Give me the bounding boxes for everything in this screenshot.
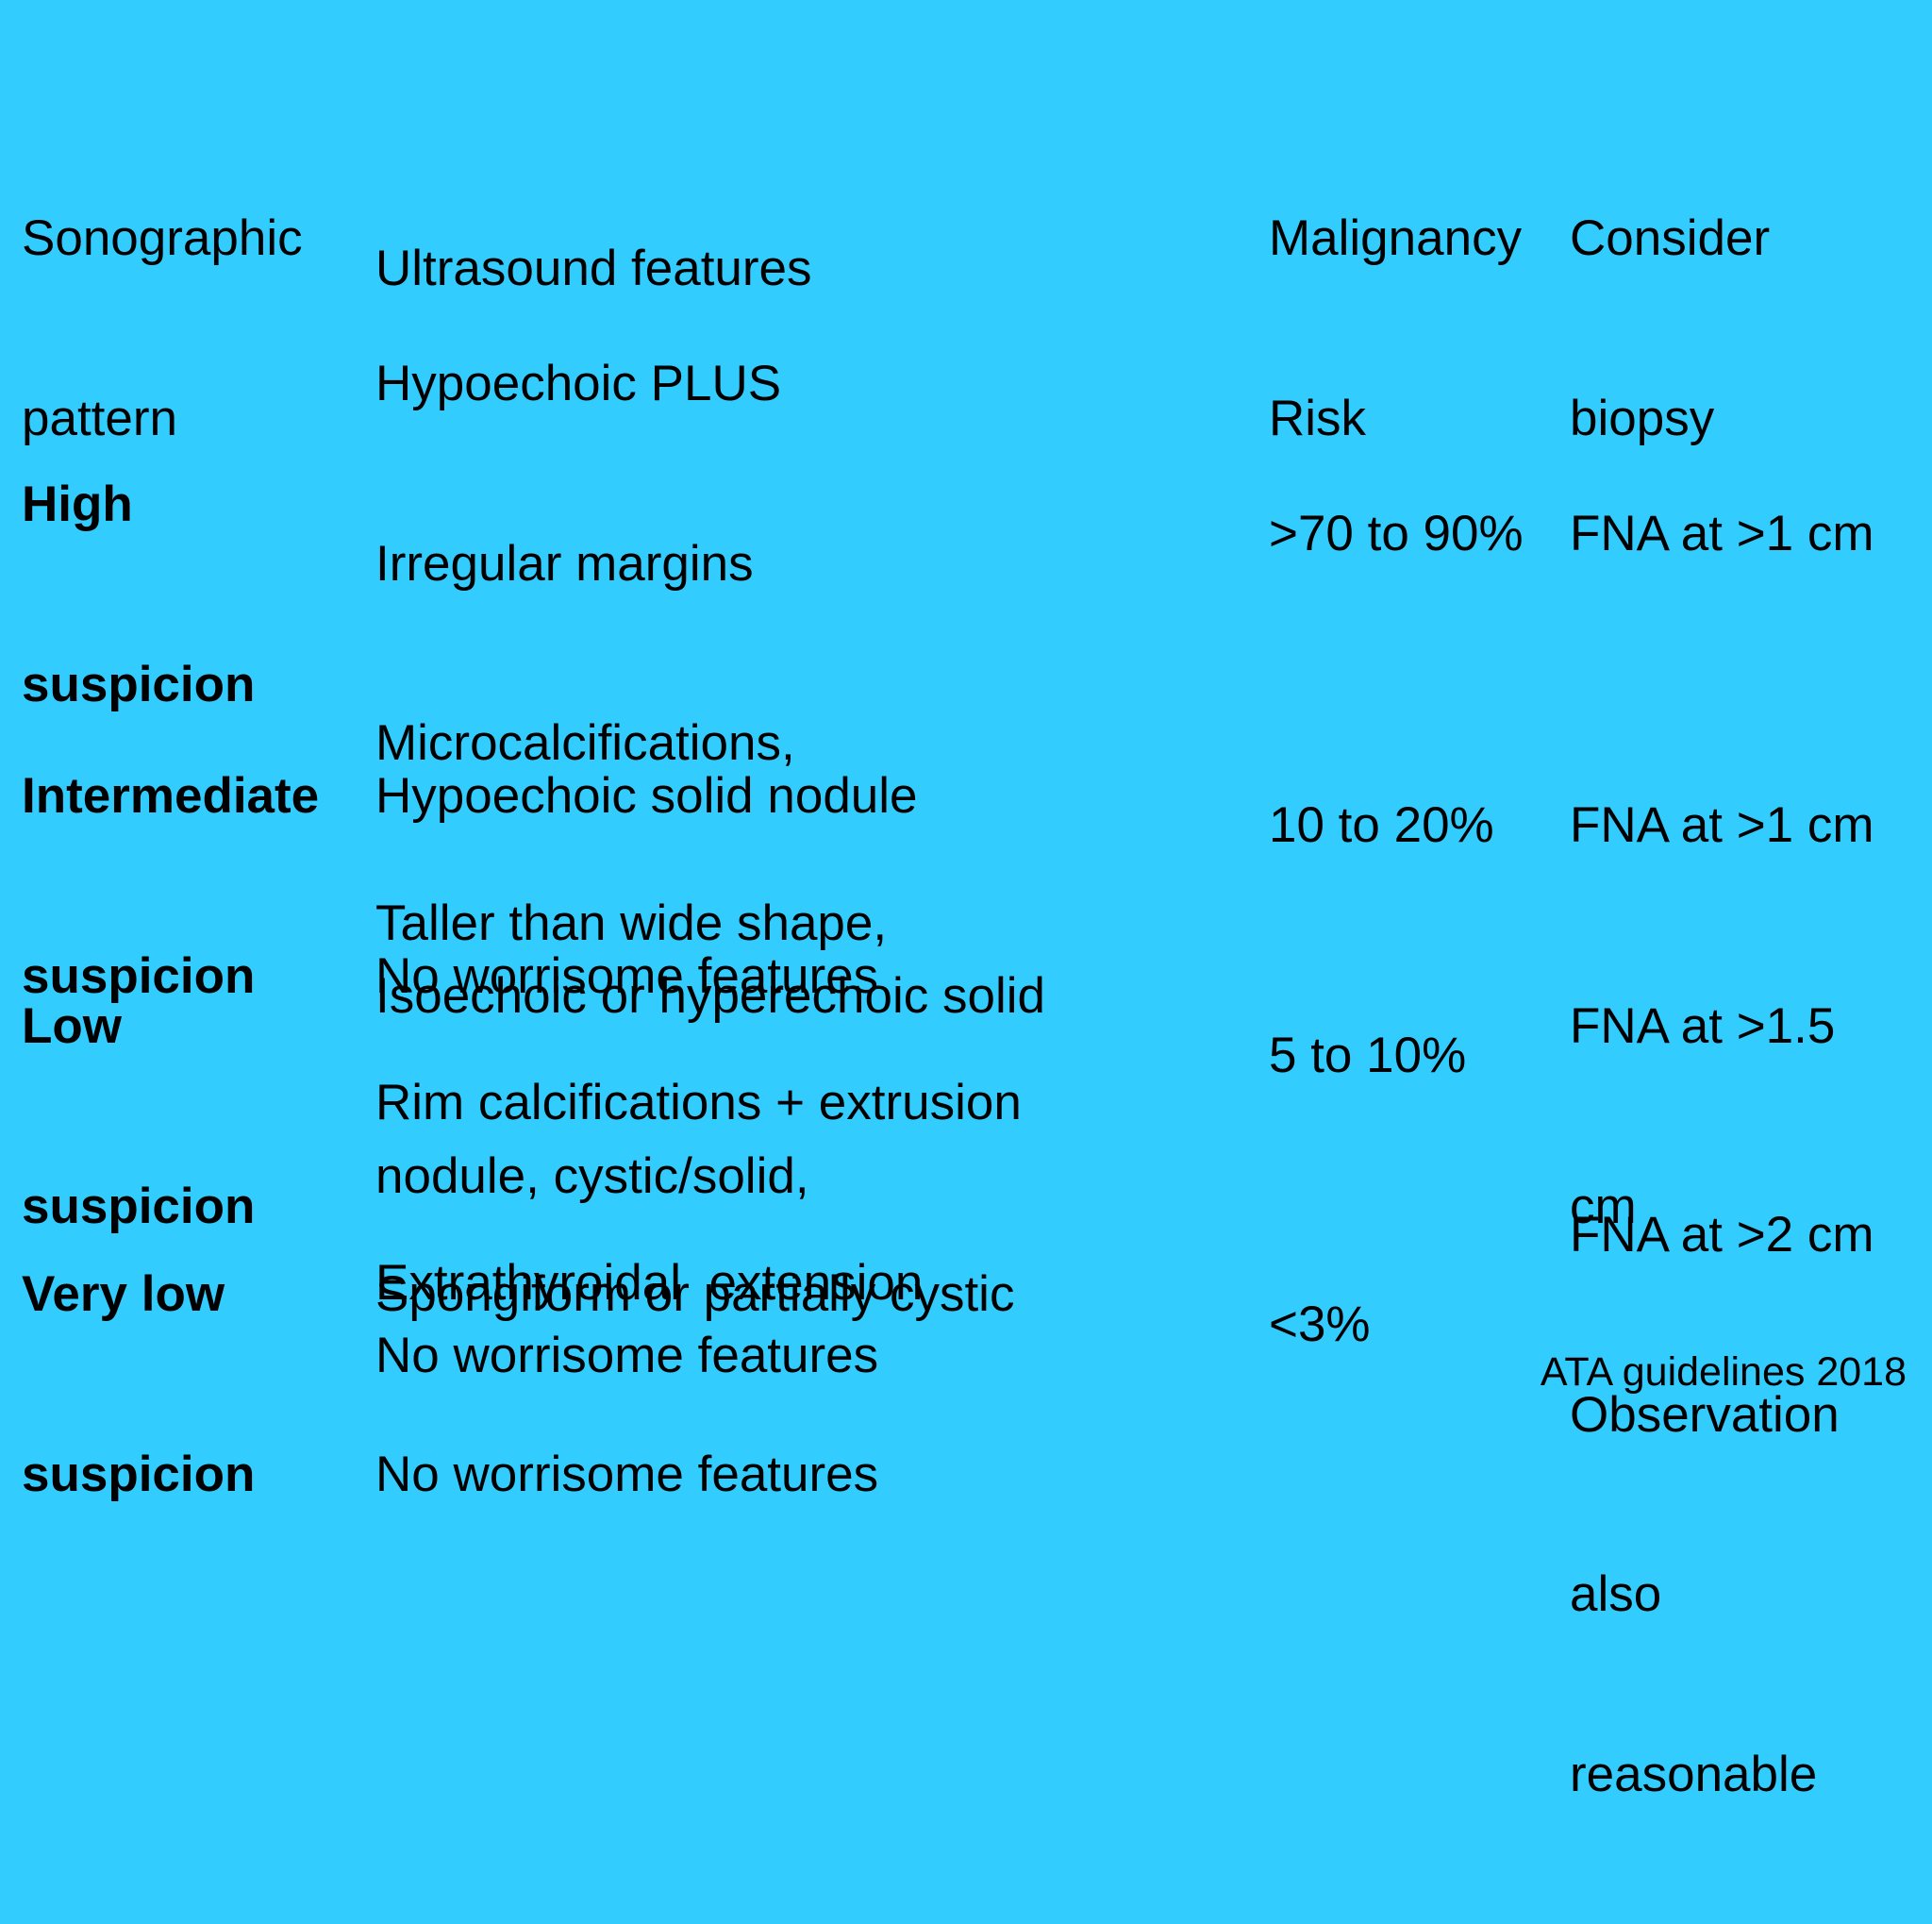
row-intermediate-biopsy: FNA at >1 cm (1570, 676, 1874, 976)
header-risk-line-1: Malignancy (1269, 210, 1523, 266)
row-low-risk: 5 to 10% (1269, 906, 1466, 1206)
slide: Sonographic pattern Ultrasound features … (22, 89, 1907, 1802)
header-sonographic-pattern: Sonographic pattern (22, 89, 303, 568)
row-high-pattern-line-1: High (22, 477, 133, 532)
row-intermediate-feature-1: Hypoechoic solid nodule (375, 768, 918, 824)
row-high-feature-1: Hypoechoic PLUS (375, 356, 782, 411)
row-very-low-pattern-line-1: Very low (22, 1266, 225, 1322)
row-very-low-feature-1: Spongiform or partially cystic (375, 1266, 1015, 1322)
row-very-low-feature-2: No worrisome features (375, 1446, 879, 1502)
row-very-low-biopsy: FNA at >2 cm Observation also reasonable (1570, 1085, 1874, 1924)
row-intermediate-risk: 10 to 20% (1269, 676, 1494, 976)
row-very-low-pattern-line-2: suspicion (22, 1446, 256, 1502)
row-low-feature-2: nodule, cystic/solid, (375, 1147, 809, 1204)
header-consider-biopsy: Consider biopsy (1570, 89, 1770, 568)
header-biopsy-line-1: Consider (1570, 210, 1771, 266)
header-risk-line-2: Risk (1269, 390, 1367, 446)
row-intermediate-pattern: Intermediate suspicion (22, 646, 319, 1126)
header-malignancy-risk: Malignancy Risk (1269, 89, 1522, 568)
row-high-pattern: High suspicion (22, 355, 255, 834)
row-intermediate-biopsy-value: FNA at >1 cm (1570, 797, 1874, 853)
row-very-low-risk-value: <3% (1269, 1297, 1371, 1352)
row-very-low-biopsy-line-2: Observation (1570, 1386, 1840, 1443)
row-high-biopsy-value: FNA at >1 cm (1570, 506, 1874, 561)
header-biopsy-line-2: biopsy (1570, 390, 1715, 446)
row-low-feature-1: Isoechoic or hyperechoic solid (375, 968, 1045, 1024)
row-intermediate-pattern-line-1: Intermediate (22, 768, 320, 824)
header-ultrasound-features: Ultrasound features (375, 119, 812, 419)
row-intermediate-feature-2: No worrisome features (375, 947, 879, 1004)
row-high-biopsy: FNA at >1 cm (1570, 384, 1874, 684)
row-low-biopsy-line-2: cm (1570, 1178, 1637, 1234)
source-citation: ATA guidelines 2018 (1540, 1349, 1907, 1395)
header-pattern-line-2: pattern (22, 390, 178, 446)
header-features-line-1: Ultrasound features (375, 241, 812, 296)
row-very-low-biopsy-line-1: FNA at >2 cm (1570, 1207, 1874, 1263)
row-low-risk-value: 5 to 10% (1269, 1028, 1467, 1083)
row-intermediate-features: Hypoechoic solid nodule No worrisome fea… (375, 646, 918, 1126)
row-high-feature-6: Extrathyroidal extension (375, 1254, 924, 1311)
row-high-pattern-line-2: suspicion (22, 656, 256, 712)
row-low-feature-3: No worrisome features (375, 1328, 879, 1383)
row-very-low-biopsy-line-3: also (1570, 1566, 1662, 1622)
row-low-pattern: Low suspicion (22, 877, 255, 1356)
row-high-features: Hypoechoic PLUS Irregular margins Microc… (375, 234, 1022, 1432)
row-low-features: Isoechoic or hyperechoic solid nodule, c… (375, 846, 1045, 1506)
header-pattern-line-1: Sonographic (22, 210, 303, 266)
row-very-low-pattern: Very low suspicion (22, 1145, 255, 1624)
row-very-low-features: Spongiform or partially cystic No worris… (375, 1145, 1014, 1624)
row-low-pattern-line-1: Low (22, 998, 122, 1054)
row-intermediate-pattern-line-2: suspicion (22, 947, 256, 1004)
row-very-low-risk: <3% (1269, 1175, 1371, 1475)
row-very-low-biopsy-line-4: reasonable (1570, 1746, 1818, 1802)
row-low-biopsy-line-1: FNA at >1.5 (1570, 998, 1836, 1054)
row-high-feature-2: Irregular margins (375, 535, 754, 592)
row-high-feature-4: Taller than wide shape, (375, 895, 888, 951)
row-low-biopsy: FNA at >1.5 cm (1570, 877, 1835, 1356)
row-low-pattern-line-2: suspicion (22, 1178, 256, 1234)
row-high-feature-5: Rim calcifications + extrusion (375, 1075, 1022, 1130)
row-intermediate-risk-value: 10 to 20% (1269, 797, 1494, 853)
row-high-risk: >70 to 90% (1269, 384, 1524, 684)
row-high-feature-3: Microcalcifications, (375, 715, 795, 771)
row-high-risk-value: >70 to 90% (1269, 506, 1524, 561)
